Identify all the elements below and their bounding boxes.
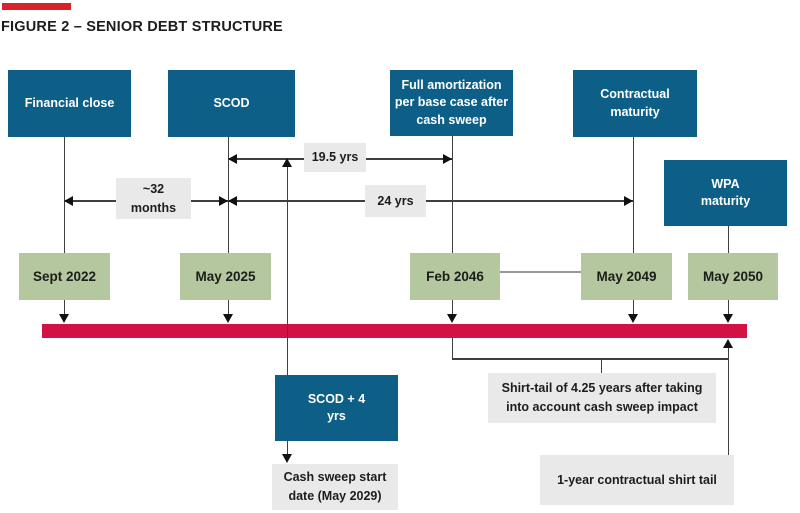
arrowhead-down-icon xyxy=(722,314,733,323)
duration-24-yrs: 24 yrs xyxy=(365,185,426,217)
date-label: Feb 2046 xyxy=(426,269,484,284)
line-contractual-maturity xyxy=(632,137,634,315)
milestone-label: Contractual maturity xyxy=(600,87,670,119)
arrowhead-down-icon xyxy=(222,314,233,323)
bracket-bottom-line xyxy=(451,358,728,360)
duration-label: 24 yrs xyxy=(377,193,414,208)
bracket-tick-line xyxy=(600,359,602,373)
connector-feb2046-may2049 xyxy=(500,271,581,273)
date-financial-close: Sept 2022 xyxy=(19,253,110,300)
arrowhead-down-icon xyxy=(281,454,292,463)
line-scod xyxy=(227,137,229,315)
milestone-full-amortization: Full amortization per base case after ca… xyxy=(390,70,513,136)
arrowhead-right-icon xyxy=(624,195,633,206)
date-label: May 2049 xyxy=(596,269,657,284)
line-financial-close xyxy=(63,137,65,315)
note-shirt-tail-contractual: 1-year contractual shirt tail xyxy=(540,455,734,505)
date-label: May 2025 xyxy=(195,269,256,284)
duration-label: 19.5 yrs xyxy=(311,150,359,165)
milestone-label: SCOD + 4 yrs xyxy=(307,391,366,424)
arrowhead-up-icon xyxy=(722,339,733,348)
milestone-scod-plus-4yrs: SCOD + 4 yrs xyxy=(275,375,398,441)
figure-title: FIGURE 2 – SENIOR DEBT STRUCTURE xyxy=(1,19,283,35)
arrowhead-left-icon xyxy=(64,195,73,206)
measure-line-24yrs xyxy=(228,200,633,202)
timeline-bar xyxy=(42,324,747,338)
arrowhead-left-icon xyxy=(228,195,237,206)
milestone-label: SCOD xyxy=(213,95,250,110)
note-label: Shirt-tail of 4.25 years after taking in… xyxy=(501,381,703,414)
milestone-label: WPA maturity xyxy=(700,176,751,209)
milestone-label: Full amortization per base case after ca… xyxy=(394,77,509,127)
bracket-left-line xyxy=(451,338,453,359)
note-label: 1-year contractual shirt tail xyxy=(557,472,717,487)
date-label: Sept 2022 xyxy=(32,269,97,284)
arrowhead-down-icon xyxy=(627,314,638,323)
line-scod-plus-4yrs xyxy=(286,167,288,375)
date-scod: May 2025 xyxy=(180,253,271,300)
date-label: May 2050 xyxy=(702,269,764,284)
milestone-scod: SCOD xyxy=(168,70,295,137)
arrowhead-up-icon xyxy=(281,158,292,167)
title-accent-bar xyxy=(2,3,71,10)
note-shirt-tail-cash-sweep: Shirt-tail of 4.25 years after taking in… xyxy=(488,373,716,423)
date-full-amortization: Feb 2046 xyxy=(410,253,500,300)
arrowhead-down-icon xyxy=(58,314,69,323)
duration-label: ~32 months xyxy=(130,181,177,215)
arrowhead-right-icon xyxy=(219,195,228,206)
milestone-wpa-maturity: WPA maturity xyxy=(664,160,787,226)
note-label: Cash sweep start date (May 2029) xyxy=(283,470,387,503)
duration-32-months: ~32 months xyxy=(116,178,191,219)
line-1yr-shirt-tail xyxy=(727,348,729,455)
arrowhead-left-icon xyxy=(228,153,237,164)
arrowhead-right-icon xyxy=(443,153,452,164)
date-contractual-maturity: May 2049 xyxy=(581,253,672,300)
milestone-label: Financial close xyxy=(24,95,115,110)
line-cash-sweep-note xyxy=(286,441,288,454)
milestone-contractual-maturity: Contractual maturity xyxy=(573,70,697,137)
line-full-amortization xyxy=(451,136,453,315)
duration-19-5-yrs: 19.5 yrs xyxy=(304,143,366,172)
milestone-financial-close: Financial close xyxy=(8,70,131,137)
date-wpa-maturity: May 2050 xyxy=(688,253,778,300)
arrowhead-down-icon xyxy=(446,314,457,323)
note-cash-sweep-start: Cash sweep start date (May 2029) xyxy=(272,464,398,510)
